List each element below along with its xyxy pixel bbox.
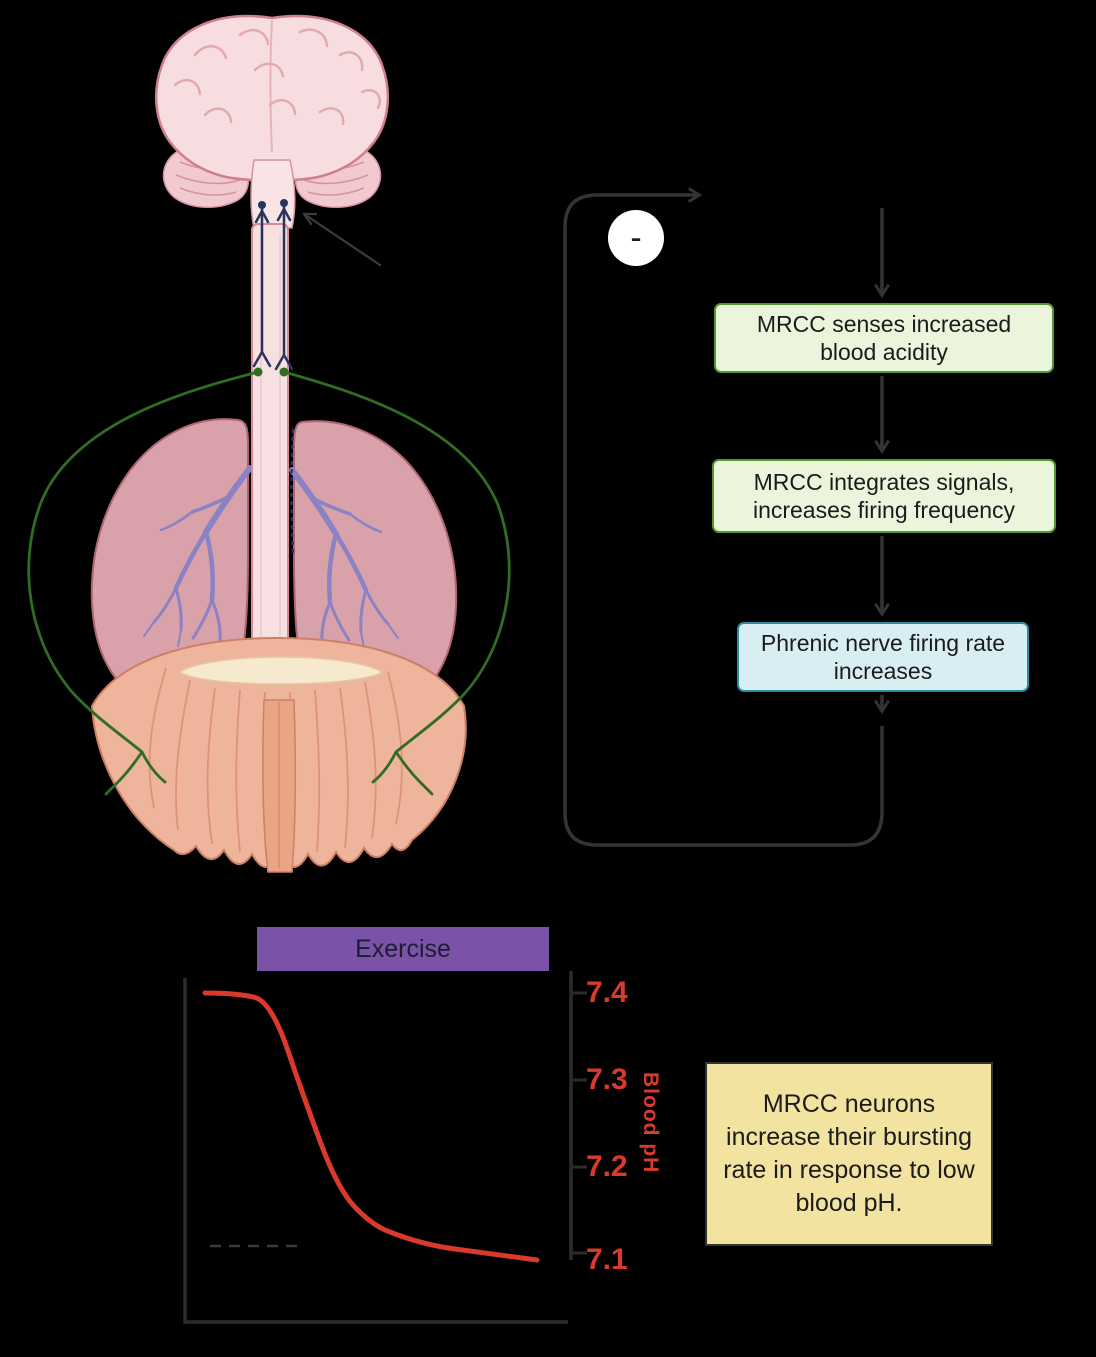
diaphragm-illustration <box>90 636 467 873</box>
exercise-period-bar: Exercise <box>257 927 549 971</box>
feedback-loop-path <box>563 195 882 847</box>
respiratory-anatomy-illustration <box>27 14 511 873</box>
negative-feedback-badge: - <box>608 210 664 266</box>
flow-box-phrenic-rate: Phrenic nerve firing rate increases <box>737 622 1029 692</box>
y-tick-7-4: 7.4 <box>586 976 628 1009</box>
mrcc-neurons-icon <box>252 199 295 554</box>
flow-box-label: MRCC integrates signals, increases firin… <box>752 468 1016 523</box>
exercise-label: Exercise <box>355 934 451 963</box>
mrcc-pointer-arrow <box>302 212 382 267</box>
blood-ph-curve <box>202 990 540 1263</box>
minus-sign: - <box>630 219 642 257</box>
flow-box-label: Phrenic nerve firing rate increases <box>760 629 1006 684</box>
callout-text: MRCC neurons increase their bursting rat… <box>723 1090 975 1217</box>
mrcc-note-callout: MRCC neurons increase their bursting rat… <box>705 1062 993 1246</box>
y-tick-7-3: 7.3 <box>586 1063 628 1096</box>
gyri-icon <box>173 28 381 126</box>
y-tick-7-2: 7.2 <box>586 1150 628 1183</box>
bronchi-icon <box>143 465 399 649</box>
flow-box-label: MRCC senses increased blood acidity <box>756 310 1012 365</box>
brain-illustration <box>154 14 390 229</box>
spinal-cord-illustration <box>251 199 295 707</box>
y-tick-7-1: 7.1 <box>586 1243 628 1276</box>
phrenic-nerves-illustration <box>27 367 511 796</box>
lungs-illustration <box>90 418 458 713</box>
y-axis-label: Blood pH <box>639 1072 662 1174</box>
flow-box-mrcc-integrates: MRCC integrates signals, increases firin… <box>712 459 1056 533</box>
central-tendon-icon <box>178 656 384 685</box>
graph-axes <box>183 971 587 1324</box>
flow-box-mrcc-senses: MRCC senses increased blood acidity <box>714 303 1054 373</box>
